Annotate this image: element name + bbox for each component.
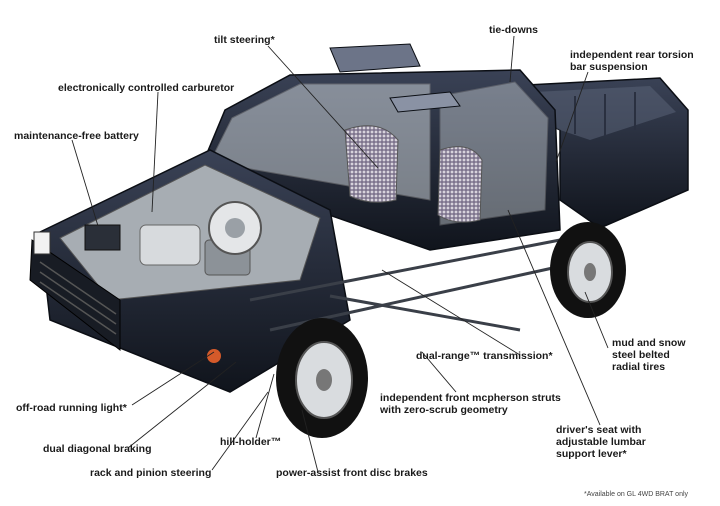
label-battery: maintenance-free battery (14, 130, 139, 142)
label-rack-pinion: rack and pinion steering (90, 467, 212, 479)
label-tilt-steering: tilt steering* (214, 34, 275, 46)
front-body (29, 149, 351, 393)
label-lumbar-seat: driver's seat with adjustable lumbar sup… (556, 424, 646, 460)
seats (344, 125, 483, 223)
label-hill-holder: hill-holder™ (220, 436, 282, 448)
label-rear-torsion-suspension: independent rear torsion bar suspension (570, 49, 694, 73)
footnote: *Available on GL 4WD BRAT only (584, 491, 689, 498)
front-wheel (276, 318, 368, 438)
label-disc-brakes: power-assist front disc brakes (276, 467, 428, 479)
leader-lines (71, 35, 609, 473)
label-running-light: off-road running light* (16, 402, 127, 414)
label-tie-downs: tie-downs (489, 24, 538, 36)
label-mcpherson-struts: independent front mcpherson struts with … (380, 392, 561, 416)
label-carburetor: electronically controlled carburetor (58, 82, 235, 94)
rear-wheel (550, 222, 626, 318)
label-mud-snow-tires: mud and snow steel belted radial tires (612, 337, 686, 373)
label-transmission: dual-range™ transmission* (416, 350, 553, 362)
label-diagonal-braking: dual diagonal braking (43, 443, 152, 455)
